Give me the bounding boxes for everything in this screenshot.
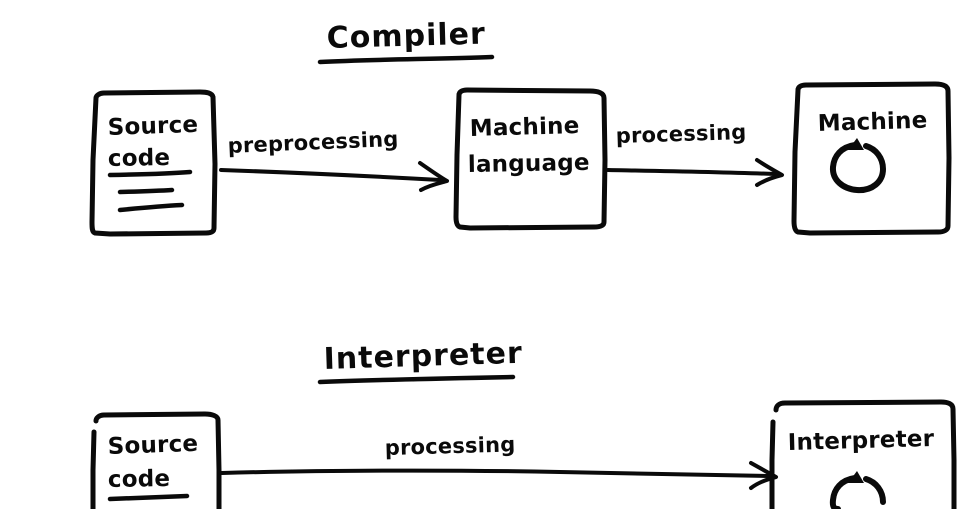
interpreter-box-outline bbox=[769, 399, 957, 509]
arrow-processing-bottom-shaft bbox=[220, 468, 770, 478]
source-code-label-line2: code bbox=[108, 145, 171, 172]
source-code-lines-glyph bbox=[107, 169, 193, 213]
arrow-processing-bottom: processing bbox=[220, 432, 778, 490]
machine-language-label-line2: language bbox=[468, 150, 590, 178]
node-compiler-source-code[interactable]: Source code bbox=[89, 89, 218, 237]
source-code-label-line1: Source bbox=[107, 112, 198, 141]
arrow-processing-top-label: processing bbox=[615, 120, 746, 148]
node-compiler-machine-language[interactable]: Machine language bbox=[453, 87, 608, 231]
source-code-box-outline bbox=[89, 89, 218, 237]
arrow-preprocessing-label: preprocessing bbox=[227, 127, 399, 158]
node-compiler-machine[interactable]: Machine bbox=[791, 81, 952, 236]
arrow-processing-top-shaft bbox=[606, 168, 777, 176]
interpreter-label: Interpreter bbox=[787, 426, 935, 456]
section-interpreter: Interpreter Source code processing In bbox=[90, 336, 957, 509]
interpreter-title: Interpreter bbox=[323, 336, 523, 377]
node-interpreter[interactable]: Interpreter bbox=[769, 399, 957, 509]
machine-label: Machine bbox=[817, 108, 927, 137]
machine-loop-arrow-icon bbox=[829, 138, 886, 194]
interpreter-source-code-lines-glyph bbox=[107, 493, 190, 502]
interpreter-source-code-label-line1: Source bbox=[107, 431, 198, 460]
arrow-processing-bottom-head bbox=[749, 461, 778, 490]
interpreter-loop-arrow-icon bbox=[829, 471, 886, 509]
interpreter-source-code-box-outline bbox=[90, 411, 222, 509]
arrow-processing-bottom-label: processing bbox=[384, 432, 515, 460]
interpreter-source-code-label-line2: code bbox=[108, 466, 171, 493]
node-interpreter-source-code[interactable]: Source code bbox=[90, 411, 222, 509]
section-compiler: Compiler Source code preprocessing bbox=[89, 17, 952, 237]
compiler-title-underline bbox=[317, 54, 495, 65]
arrow-preprocessing-shaft bbox=[219, 168, 442, 182]
arrow-processing-top-head bbox=[755, 158, 784, 187]
arrow-preprocessing: preprocessing bbox=[219, 127, 449, 192]
arrow-preprocessing-head bbox=[418, 161, 449, 192]
compiler-title: Compiler bbox=[326, 17, 486, 56]
machine-box-outline bbox=[791, 81, 952, 236]
machine-language-label-line1: Machine bbox=[469, 113, 579, 142]
arrow-processing-top: processing bbox=[606, 120, 784, 187]
machine-language-box-outline bbox=[453, 87, 608, 231]
interpreter-title-underline bbox=[317, 374, 516, 385]
